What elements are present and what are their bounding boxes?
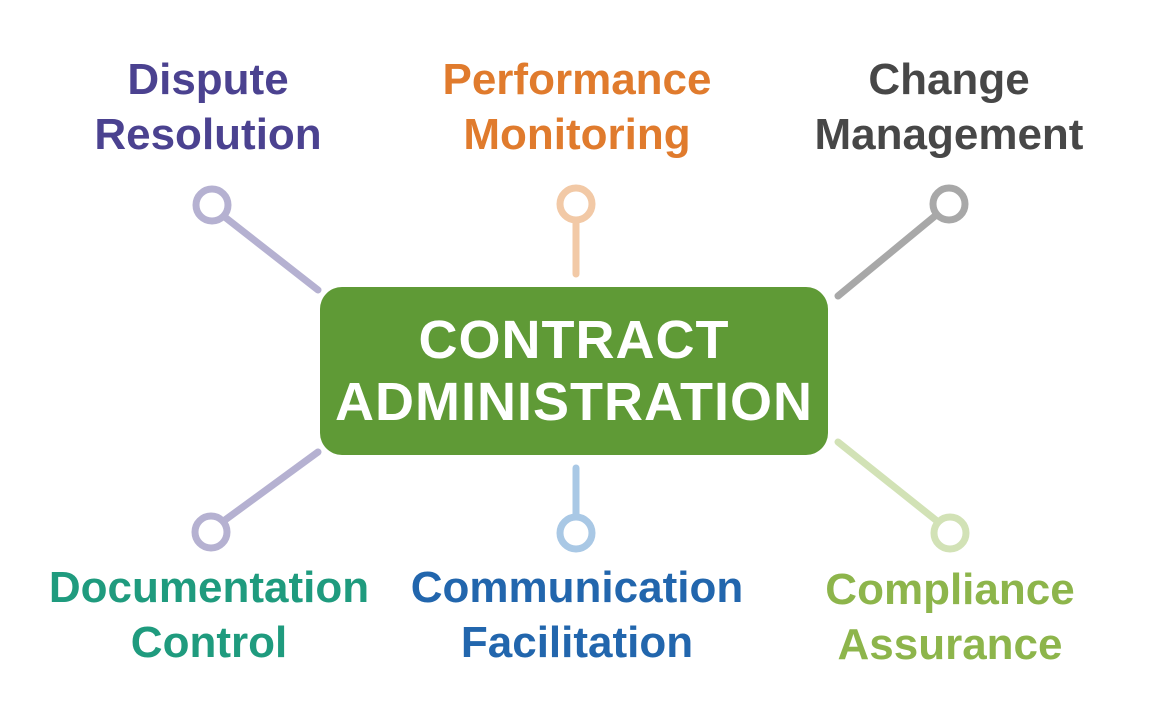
connector-node-compliance-assurance: [930, 513, 970, 553]
node-label-compliance-assurance: Compliance Assurance: [822, 562, 1078, 672]
node-label-documentation-control: Documentation Control: [46, 560, 372, 670]
connector-node-performance-monitoring: [556, 184, 596, 224]
connector-node-communication-facilitation: [556, 513, 596, 553]
connector-node-documentation-control: [191, 512, 231, 552]
node-label-line-1: Dispute: [127, 55, 289, 104]
node-label-line-2: Resolution: [94, 110, 322, 159]
node-label-line-1: Communication: [410, 563, 744, 612]
node-label-line-1: Change: [868, 55, 1030, 104]
node-label-communication-facilitation: Communication Facilitation: [410, 560, 744, 670]
node-label-line-2: Facilitation: [460, 618, 694, 667]
node-label-line-2: Control: [130, 618, 288, 667]
node-label-line-2: Management: [814, 110, 1084, 159]
node-label-line-1: Documentation: [48, 563, 370, 612]
central-node: CONTRACT ADMINISTRATION: [320, 287, 828, 455]
connector-documentation-control: [221, 448, 322, 524]
node-label-line-2: Monitoring: [463, 110, 691, 159]
node-label-dispute-resolution: Dispute Resolution: [94, 52, 322, 162]
node-label-line-1: Performance: [442, 55, 712, 104]
connector-node-change-management: [929, 184, 969, 224]
connector-change-management: [834, 212, 939, 300]
node-label-performance-monitoring: Performance Monitoring: [436, 52, 718, 162]
connector-node-dispute-resolution: [192, 185, 232, 225]
central-title-line-2: ADMINISTRATION: [335, 372, 813, 432]
connector-compliance-assurance: [834, 438, 941, 525]
node-label-change-management: Change Management: [806, 52, 1092, 162]
node-label-line-2: Assurance: [837, 620, 1063, 669]
central-title-line-1: CONTRACT: [418, 310, 730, 370]
connector-dispute-resolution: [222, 214, 322, 294]
node-label-line-1: Compliance: [825, 565, 1075, 614]
